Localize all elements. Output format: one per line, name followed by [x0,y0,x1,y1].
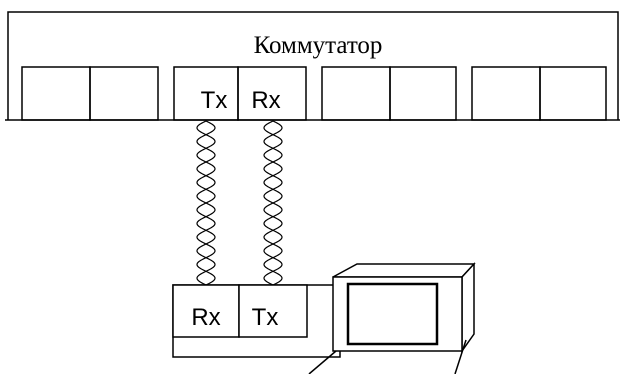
switch-port-rx [237,66,307,121]
switch-port [21,66,91,121]
switch-port-group-2 [173,66,307,121]
cable-strand [263,120,283,286]
monitor-top-face [332,263,476,278]
switch-tx-label: Tx [201,87,228,114]
switch-rx-label: Rx [251,87,280,114]
switch [5,11,620,121]
computer-port-tx [238,284,308,338]
computer-rx-label: Rx [191,304,220,331]
switch-port [471,66,541,121]
switch-port [321,66,391,121]
switch-port [389,66,457,121]
cable-strand [196,120,216,286]
switch-port-group-3 [321,66,457,121]
monitor-side-face [461,262,475,354]
computer-tx-label: Tx [252,304,279,331]
computer-port-rx [172,284,240,338]
computer [172,262,476,374]
monitor-screen [346,282,439,346]
monitor [308,262,476,374]
switch-port-group-1 [21,66,159,121]
twisted-pair-tx-rx [196,120,216,286]
switch-title: Коммутатор [254,32,383,59]
twisted-pair-rx-tx [263,120,283,286]
switch-port-group-4 [471,66,607,121]
monitor-leg-left [308,350,337,374]
monitor-front [332,276,463,352]
switch-port [539,66,607,121]
switch-frame [7,11,619,120]
monitor-leg-right [454,339,467,374]
switch-port [89,66,159,121]
